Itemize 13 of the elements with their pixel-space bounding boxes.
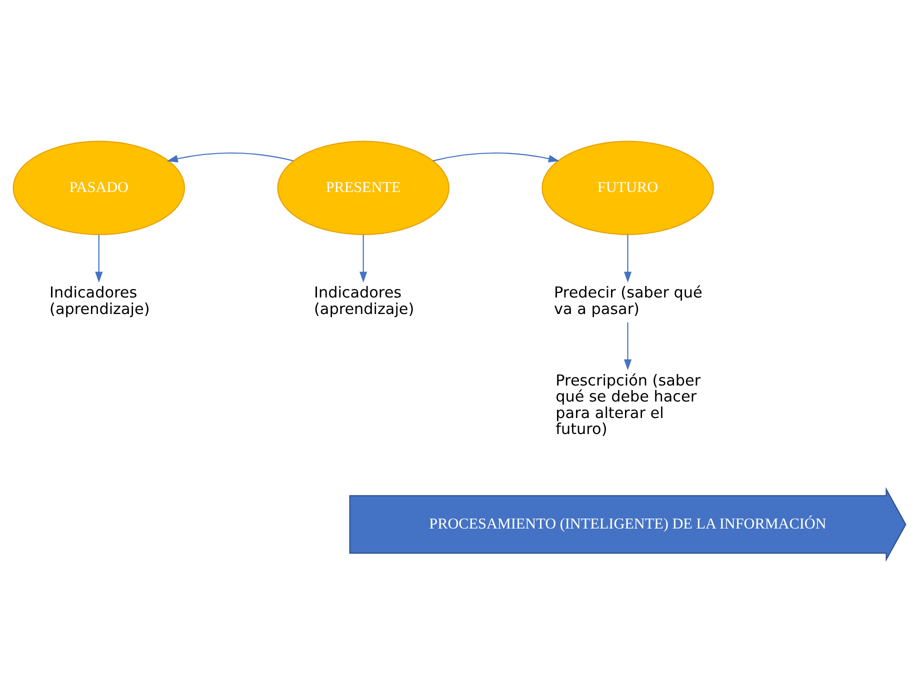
arrow [624, 234, 632, 282]
arrow [432, 152, 560, 162]
node-ellipse: FUTURO [542, 140, 714, 235]
node-text: Indicadores (aprendizaje) [50, 283, 150, 318]
node-ellipse: PRESENTE [277, 140, 450, 235]
arrow [167, 152, 294, 162]
arrow [624, 322, 632, 370]
node-text: Predecir (saber qué va a pasar) [554, 283, 702, 318]
arrow [360, 234, 368, 282]
node-text: Prescripción (saber qué se debe hacer para alterar el futuro) [556, 370, 701, 438]
node-text: Indicadores (aprendizaje) [314, 283, 414, 318]
arrow [95, 234, 103, 282]
node-ellipse: PASADO [12, 140, 186, 235]
